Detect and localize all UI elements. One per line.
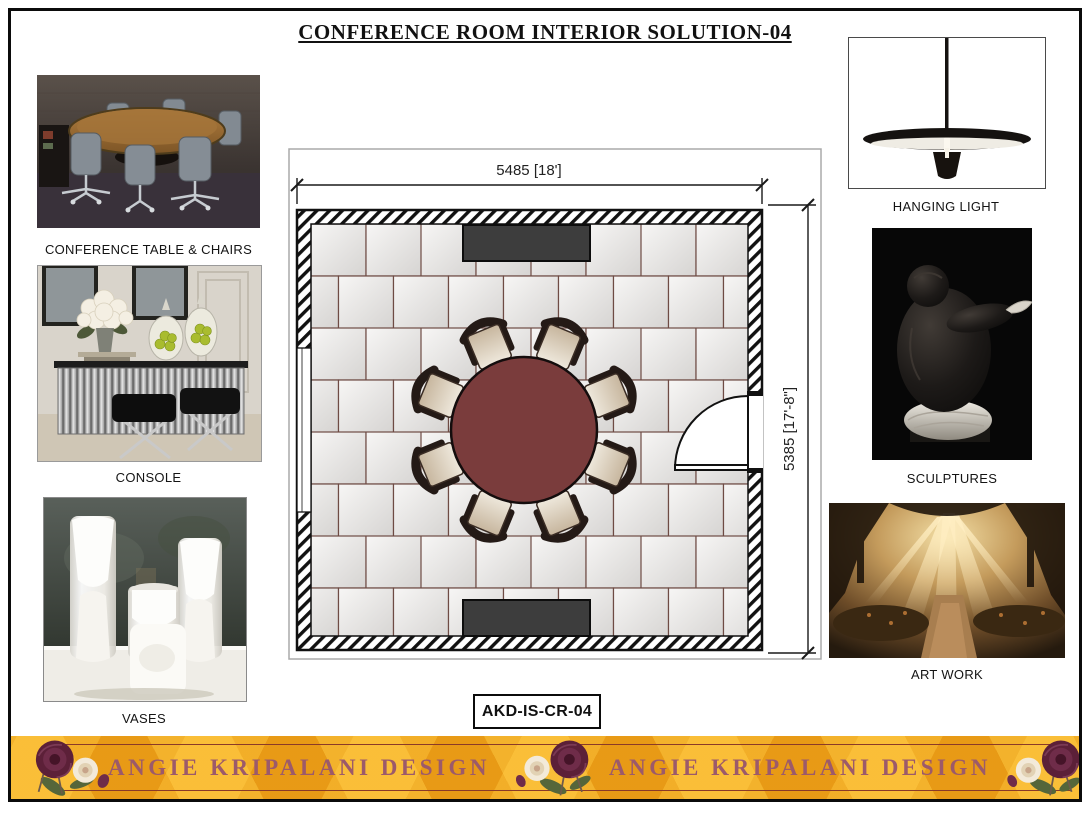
plan-credenza-bottom	[462, 599, 591, 637]
floral-ornament-icon	[1007, 740, 1079, 796]
caption-vases: VASES	[122, 711, 166, 726]
art-work-photo	[829, 503, 1065, 658]
dimension-lines	[290, 178, 816, 660]
page-title: CONFERENCE ROOM INTERIOR SOLUTION-04	[298, 20, 792, 44]
caption-sculptures: SCULPTURES	[906, 471, 998, 486]
plan-image-border	[288, 148, 822, 660]
drawing-code-label: AKD-IS-CR-04	[473, 694, 601, 729]
brand-text-right: ANGIE KRIPALANI DESIGN	[608, 754, 991, 780]
floral-ornament-icon	[515, 740, 591, 796]
conference-table-chairs-photo	[37, 75, 260, 228]
board-frame: CONFERENCE ROOM INTERIOR SOLUTION-04	[8, 8, 1082, 802]
floral-ornament-icon	[35, 740, 110, 796]
frosted-vases	[70, 516, 222, 694]
caption-conference-table: CONFERENCE TABLE & CHAIRS	[44, 242, 253, 257]
width-dimension-text: 5485 [18']	[496, 162, 561, 179]
hanging-light-photo	[848, 37, 1046, 189]
black-benches	[112, 388, 240, 460]
sculptures-photo	[872, 228, 1032, 460]
plan-credenza-top	[462, 224, 591, 262]
floor-plan: 5485 [18'] 5385 [17'-8"]	[288, 148, 822, 660]
caption-art-work: ART WORK	[911, 667, 983, 682]
vases-photo	[43, 497, 247, 702]
height-dimension-text: 5385 [17'-8"]	[781, 387, 798, 471]
white-flower-bouquet	[76, 289, 136, 361]
plan-window	[296, 347, 312, 513]
decor-jars	[148, 292, 218, 361]
brand-text-left: ANGIE KRIPALANI DESIGN	[107, 754, 490, 780]
console-photo	[37, 265, 262, 462]
plan-door	[673, 391, 763, 473]
caption-hanging-light: HANGING LIGHT	[892, 199, 1000, 214]
brand-banner: ANGIE KRIPALANI DESIGN ANGIE KRIPALANI D…	[11, 736, 1079, 799]
plan-round-table	[449, 355, 599, 505]
caption-console: CONSOLE	[115, 470, 182, 485]
